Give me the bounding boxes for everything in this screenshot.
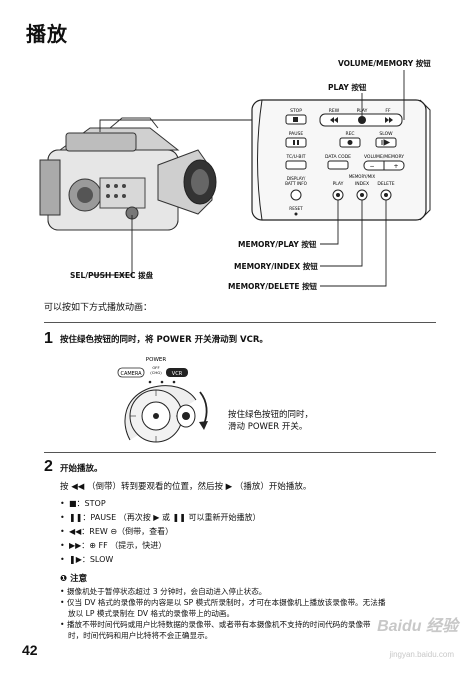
off-label: OFF: [152, 365, 159, 370]
list-item: •❚❚：PAUSE （再次按 ▶ 或 ❚❚ 可以重新开始播放）: [60, 513, 261, 522]
list-item: •▶▶：⊕ FF （提示，快进）: [60, 541, 167, 550]
panel-reset-label: RESET: [289, 206, 303, 211]
panel-ff-label: FF: [385, 108, 391, 114]
svg-text:−: −: [369, 163, 374, 170]
panel-pause-label: PAUSE: [289, 131, 304, 137]
step2-body: 按 ◀◀ （倒带）转到要观看的位置，然后按 ▶ （播放）开始播放。: [60, 482, 312, 492]
panel-mdelete-label: DELETE: [377, 181, 394, 187]
notes-heading: ❶ 注意: [60, 574, 88, 584]
watermark-url: jingyan.baidu.com: [389, 650, 454, 659]
panel-stop-label: STOP: [290, 108, 302, 114]
list-item: •❚▶：SLOW: [60, 555, 114, 564]
list-item: • 摄像机处于暂停状态超过 3 分钟时，会自动进入停止状态。: [60, 587, 267, 596]
camera-diagram: STOP REW PLAY FF PAUSE REC SLOW TC/U-BIT…: [39, 70, 431, 287]
step1-title: 按住绿色按钮的同时，将 POWER 开关滑动到 VCR。: [60, 335, 268, 345]
step1-note-line2: 滑动 POWER 开关。: [228, 422, 308, 432]
page-number: 42: [22, 642, 38, 658]
callout-play: PLAY 按钮: [328, 83, 367, 92]
panel-memory-group-label: MEMORY/MIX: [349, 174, 376, 179]
step1-note-line1: 按住绿色按钮的同时，: [228, 410, 314, 420]
divider: [44, 322, 436, 323]
list-item: • 播放不带时间代码或用户比特数据的录像带、或者带有本摄像机不支持的时间代码的录…: [60, 620, 371, 629]
panel-battinfo-label: BATT INFO: [285, 181, 308, 186]
intro-text: 可以按如下方式播放动画：: [44, 303, 153, 313]
callout-volume-memory: VOLUME/MEMORY 按钮: [338, 59, 431, 68]
step2-title: 开始播放。: [60, 464, 103, 474]
control-panel: STOP REW PLAY FF PAUSE REC SLOW TC/U-BIT…: [251, 99, 431, 221]
callout-memory-delete: MEMORY/DELETE 按钮: [228, 282, 318, 291]
list-item: • 仅当 DV 格式的录像带的内容是以 SP 模式所录制时，才可在本摄像机上播放…: [60, 598, 386, 607]
list-item: •■：STOP: [60, 499, 106, 508]
power-label: POWER: [146, 357, 167, 363]
watermark-logo: Baidu 经验: [377, 618, 458, 635]
panel-display-label: DISPLAY/: [287, 176, 306, 181]
page-title: 播放: [26, 22, 68, 46]
notes-list: • 摄像机处于暂停状态超过 3 分钟时，会自动进入停止状态。 • 仅当 DV 格…: [60, 586, 440, 641]
svg-text:+: +: [393, 163, 398, 170]
caution-icon: ❶: [60, 574, 68, 584]
panel-slow-label: SLOW: [379, 131, 393, 137]
panel-tcubit-label: TC/U-BIT: [285, 154, 305, 160]
callout-memory-index: MEMORY/INDEX 按钮: [234, 262, 318, 271]
step2-number: 2: [44, 458, 53, 475]
callout-memory-play: MEMORY/PLAY 按钮: [238, 240, 317, 249]
divider: [44, 452, 436, 453]
list-item: 时，时间代码和用户比特将不会正确显示。: [68, 631, 213, 640]
power-switch-diagram: POWER CAMERA OFF (CHG) VCR: [117, 357, 208, 443]
callout-sel-push: SEL/PUSH EXEC 拨盘: [70, 271, 154, 280]
camcorder-illustration: [39, 117, 217, 231]
panel-volume-label: VOLUME/MEMORY: [364, 154, 404, 160]
panel-mplay-label: PLAY: [333, 181, 344, 187]
panel-rec-label: REC: [345, 131, 354, 137]
vcr-mode-label: VCR: [172, 371, 183, 377]
list-item: •◀◀：REW ⊖（倒带，查看）: [60, 527, 174, 536]
panel-datacode-label: DATA CODE: [325, 154, 351, 160]
step1-number: 1: [44, 330, 53, 347]
camera-mode-label: CAMERA: [120, 371, 142, 377]
list-item: 放以 LP 模式录制在 DV 格式的录像带上的动画。: [68, 609, 235, 618]
panel-rew-label: REW: [329, 108, 340, 114]
panel-mindex-label: INDEX: [355, 181, 369, 187]
chg-label: (CHG): [150, 370, 162, 375]
